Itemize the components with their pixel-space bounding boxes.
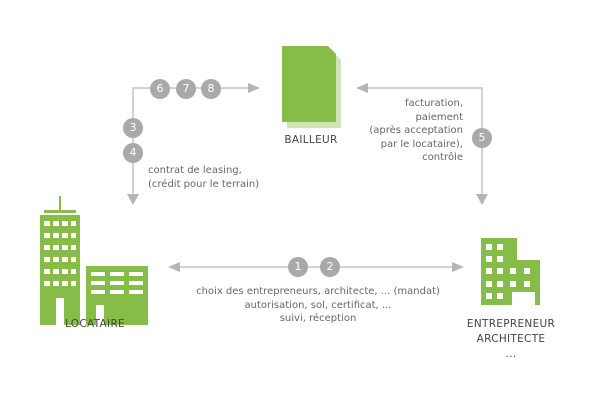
step-6: 6 [150,79,170,99]
step-4: 4 [123,143,143,163]
text-line: suivi, réception [279,313,357,324]
facturation-text: facturation, paiement (après acceptation… [369,97,463,165]
architecte-line: ARCHITECTE [476,333,546,345]
text-line: paiement [415,111,463,123]
entrepreneur-building-icon [481,238,540,305]
arrow-down-right [476,194,488,205]
arrow-right-entrepreneur [452,262,464,272]
locataire-label: LOCATAIRE [65,318,125,330]
step-3: 3 [123,118,143,138]
choix-text: choix des entrepreneurs, architecte, ...… [196,285,440,326]
locataire-building-icon [40,196,148,325]
text-line: (après acceptation [369,125,463,136]
entrepreneur-line: ENTREPRENEUR [466,318,556,330]
text-line: par le locataire), [380,138,463,150]
entrepreneur-label: ENTREPRENEUR ARCHITECTE ... [467,317,555,362]
text-line: choix des entrepreneurs, architecte, ...… [196,286,440,297]
text-line: (crédit pour le terrain) [148,178,260,190]
step-5: 5 [472,128,492,148]
bailleur-label: BAILLEUR [284,134,338,146]
arrow-left-bailleur [356,83,368,93]
step-1: 1 [288,257,308,277]
ellipsis-line: ... [505,348,517,360]
leasing-text: contrat de leasing, (crédit pour le terr… [148,164,259,191]
text-line: facturation, [405,98,463,109]
text-line: contrat de leasing, [148,165,242,176]
text-line: autorisation, sol, certificat, ... [244,299,392,311]
step-7: 7 [176,79,196,99]
arrowheads [127,83,488,272]
step-2: 2 [320,257,340,277]
document-icon [282,46,341,128]
text-line: contrôle [422,152,463,163]
step-8: 8 [201,79,221,99]
arrow-right-bailleur [248,83,260,93]
arrow-down-left [127,194,139,205]
arrow-left-locataire [168,262,180,272]
